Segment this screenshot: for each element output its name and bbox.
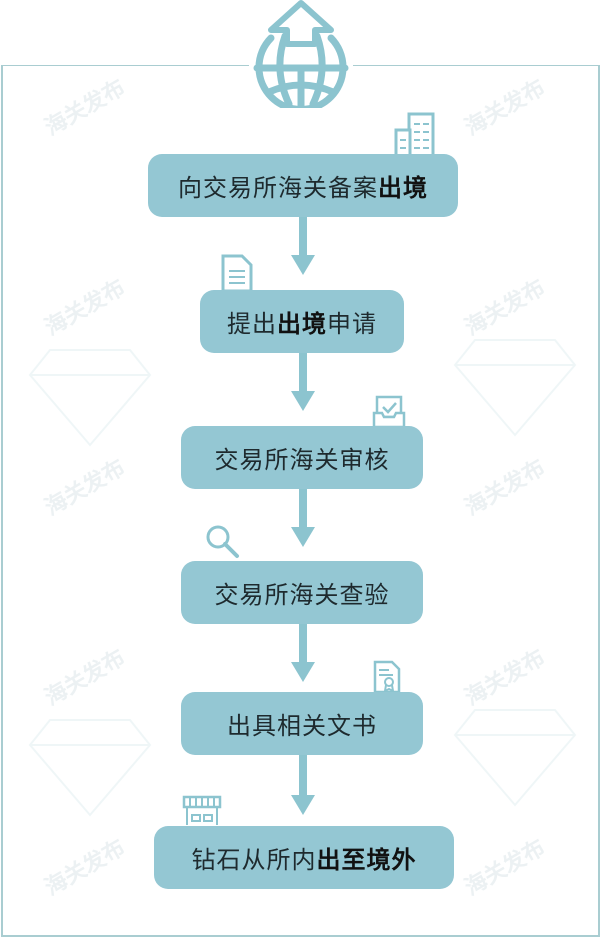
- step-text-bold: 出至境外: [316, 846, 417, 874]
- flow-step-1: 向交易所海关备案出境: [148, 154, 458, 217]
- arrow-down-icon: [291, 353, 315, 411]
- flow-step-6: 钻石从所内出至境外: [154, 826, 454, 889]
- step-text: 申请: [327, 310, 377, 338]
- step-text: 提出: [227, 310, 277, 338]
- step-text: 交易所海关审核: [214, 446, 390, 474]
- flow-step-4: 交易所海关查验: [181, 561, 423, 624]
- step-text: 出具相关文书: [227, 712, 377, 740]
- inbox-check-icon: [372, 395, 406, 429]
- magnifier-icon: [206, 525, 239, 558]
- building-icon: [394, 112, 435, 156]
- globe-upload-icon: [249, 0, 353, 108]
- arrow-down-icon: [291, 489, 315, 547]
- diamond-icon: [28, 719, 152, 817]
- storefront-icon: [182, 795, 222, 825]
- diamond-icon: [453, 339, 577, 437]
- flow-step-3: 交易所海关审核: [181, 426, 423, 489]
- step-text: 向交易所海关备案: [178, 174, 378, 202]
- diamond-icon: [28, 349, 152, 447]
- diamond-icon: [453, 709, 577, 807]
- arrow-down-icon: [291, 624, 315, 682]
- document-icon: [221, 254, 253, 293]
- certificate-icon: [373, 660, 401, 694]
- arrow-down-icon: [291, 755, 315, 815]
- step-text-bold: 出境: [378, 174, 428, 202]
- flow-step-5: 出具相关文书: [181, 692, 423, 755]
- step-text: 钻石从所内: [191, 846, 317, 874]
- flow-step-2: 提出出境申请: [200, 290, 404, 353]
- step-text-bold: 出境: [277, 310, 327, 338]
- arrow-down-icon: [291, 217, 315, 275]
- step-text: 交易所海关查验: [214, 581, 390, 609]
